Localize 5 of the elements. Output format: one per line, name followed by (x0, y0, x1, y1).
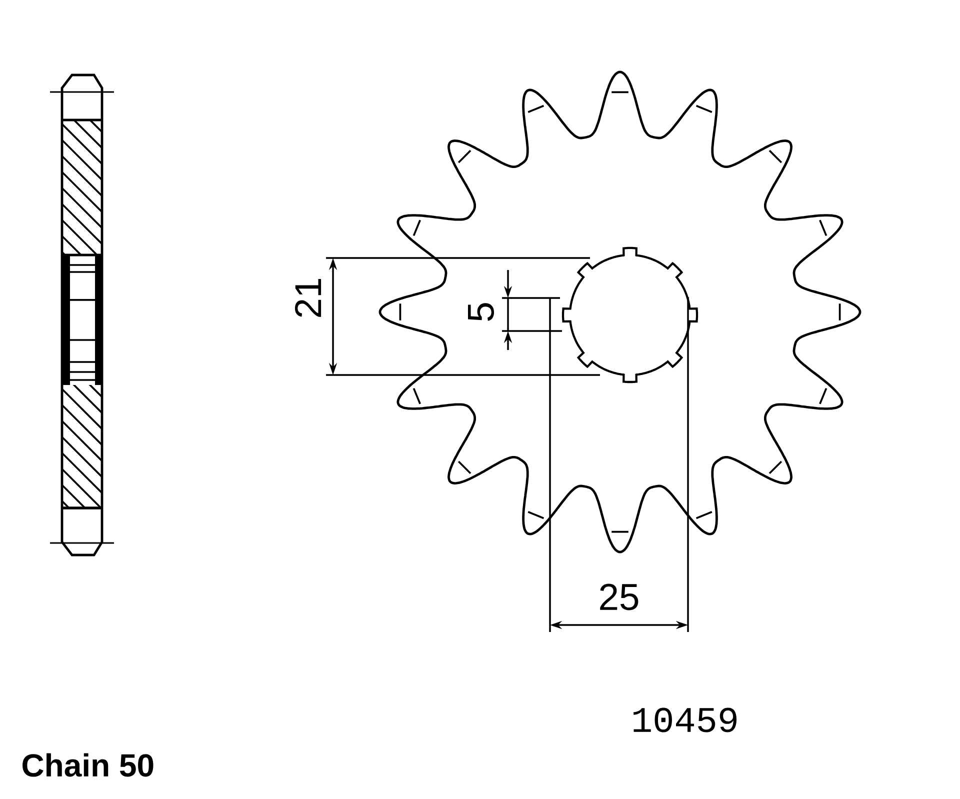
dimension-value: 5 (468, 303, 494, 321)
dimension-value: 21 (294, 279, 322, 317)
chain-label: Chain 50 (22, 753, 154, 777)
dimension-value: 25 (600, 584, 638, 610)
part-number: 10459 (634, 708, 736, 732)
